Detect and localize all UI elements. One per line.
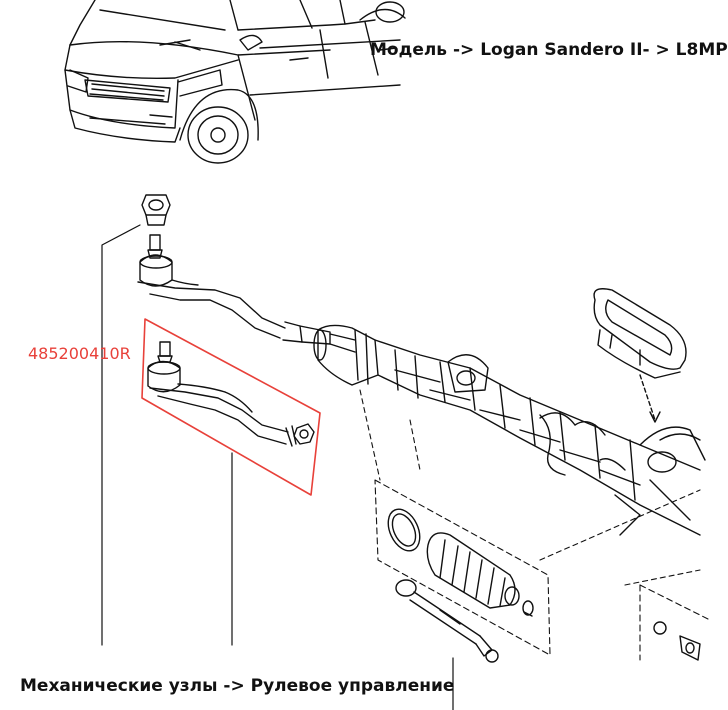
diagram-canvas: Модель -> Logan Sandero II- > L8MP 48520… — [20, 0, 728, 710]
tie-rod-end-highlighted — [147, 341, 315, 447]
tie-rod-end-installed — [137, 234, 331, 345]
steering-rack — [313, 324, 706, 536]
grommet-seal — [593, 288, 687, 423]
steering-exploded-diagram — [64, 0, 711, 710]
nut-top — [141, 194, 171, 226]
boot-kit-parts — [387, 508, 701, 663]
section-path-label: Механические узлы -> Рулевое управление — [20, 676, 455, 696]
leader-lines — [101, 224, 454, 710]
part-number-callout[interactable]: 485200410R — [28, 344, 131, 363]
car-illustration — [64, 0, 406, 164]
boot-kit-box — [374, 479, 711, 661]
kit-dashed-leaders — [359, 389, 701, 586]
highlight-box — [141, 318, 321, 496]
model-path-label: Модель -> Logan Sandero II- > L8MP — [370, 40, 728, 60]
